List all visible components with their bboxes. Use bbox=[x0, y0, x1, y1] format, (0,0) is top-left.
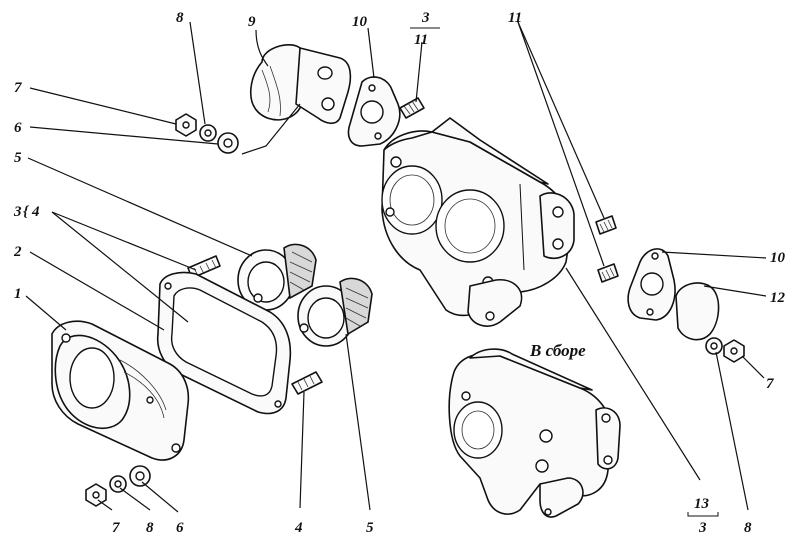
label-13-num: 13 bbox=[694, 496, 710, 512]
label-13-den: 3 bbox=[698, 520, 707, 536]
assembled-caption: В сборе bbox=[529, 341, 586, 360]
label-5-bottom: 5 bbox=[366, 520, 374, 536]
assembled-view bbox=[448, 348, 621, 518]
washer-nut-right bbox=[705, 337, 745, 363]
part-2-gasket-large bbox=[156, 271, 292, 415]
part-3-thermostat-housing bbox=[381, 117, 575, 327]
part-labels: 8 9 10 3 11 11 7 6 5 3 { 4 2 1 10 12 7 7… bbox=[13, 10, 786, 536]
label-10-top: 10 bbox=[352, 14, 368, 30]
part-10-gasket-right bbox=[627, 248, 676, 321]
part-9-elbow-pipe bbox=[250, 44, 352, 125]
label-10-right: 10 bbox=[770, 250, 786, 266]
bracket-glyph: { bbox=[23, 204, 30, 220]
label-6-bottom: 6 bbox=[176, 520, 184, 536]
label-3-bracket: 3 bbox=[13, 204, 22, 220]
part-12-cover-plate bbox=[675, 282, 720, 341]
label-4-bottom: 4 bbox=[294, 520, 303, 536]
stud-top bbox=[399, 97, 425, 119]
nut-washers-bottom-left bbox=[85, 465, 151, 507]
label-9: 9 bbox=[248, 14, 256, 30]
studs-right bbox=[595, 215, 619, 283]
label-8-right-bottom: 8 bbox=[744, 520, 752, 536]
label-8-top: 8 bbox=[176, 10, 184, 26]
part-1-outlet-cover bbox=[51, 320, 190, 461]
label-7-left: 7 bbox=[14, 80, 22, 96]
label-8-bottom: 8 bbox=[146, 520, 154, 536]
label-6-left: 6 bbox=[14, 120, 22, 136]
leader-lines bbox=[25, 21, 767, 513]
part-10-gasket-top bbox=[347, 76, 401, 147]
nut-washers-top-left bbox=[175, 113, 239, 154]
label-1: 1 bbox=[14, 286, 22, 302]
label-3-over-11-den: 11 bbox=[414, 32, 428, 48]
label-5-left: 5 bbox=[14, 150, 22, 166]
label-7-bottom: 7 bbox=[112, 520, 120, 536]
part-5-thermostat-b bbox=[297, 277, 373, 347]
label-2: 2 bbox=[13, 244, 22, 260]
label-12: 12 bbox=[770, 290, 786, 306]
fraction-bar-13-3 bbox=[687, 512, 719, 517]
label-3-over-11-num: 3 bbox=[421, 10, 430, 26]
part-5-thermostat-a bbox=[237, 243, 317, 311]
label-7-right: 7 bbox=[766, 376, 774, 392]
label-4-bracket: 4 bbox=[31, 204, 40, 220]
label-11: 11 bbox=[508, 10, 522, 26]
